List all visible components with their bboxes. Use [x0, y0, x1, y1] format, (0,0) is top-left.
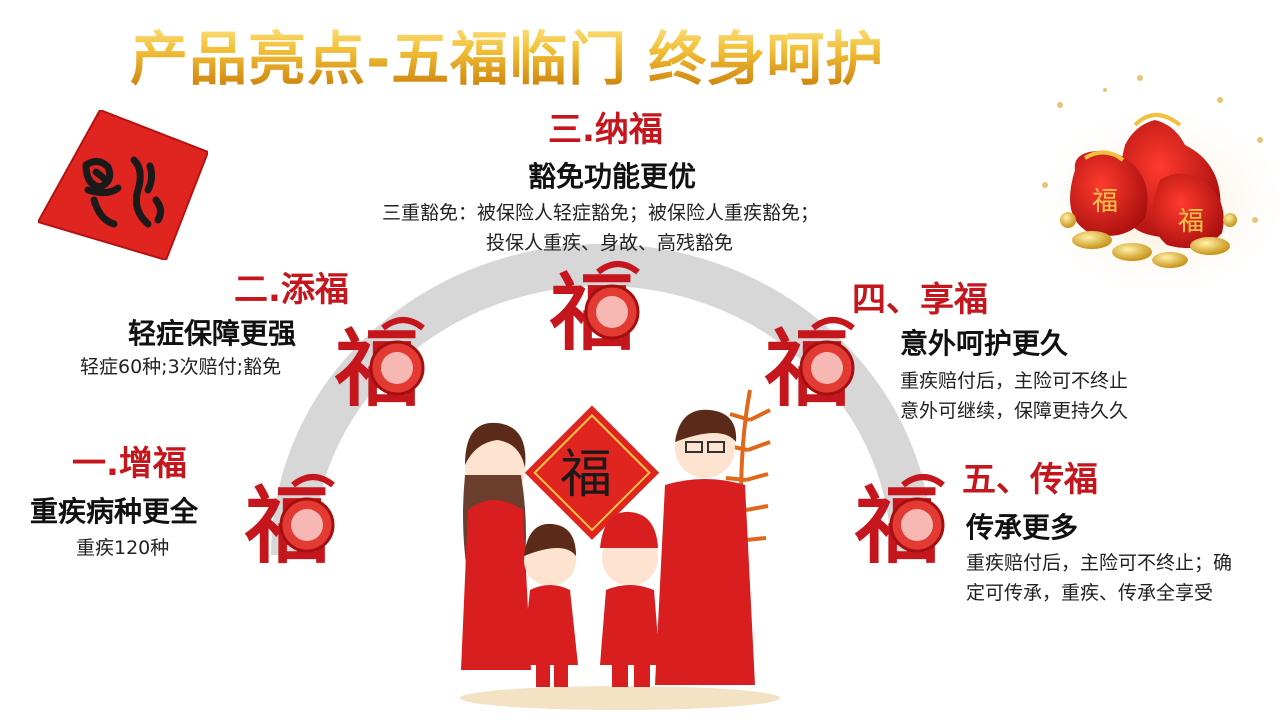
item-4-subtitle: 意外呵护更久 — [900, 327, 1069, 360]
item-1-heading: 一.增福 — [72, 444, 187, 484]
item-3-heading: 三.纳福 — [548, 110, 663, 150]
lucky-bags-decoration: 福 福 — [1035, 75, 1280, 290]
item-3-desc-line-1: 三重豁免：被保险人轻症豁免；被保险人重疾豁免； — [382, 202, 820, 224]
item-2-subtitle: 轻症保障更强 — [128, 317, 297, 350]
item-2-desc: 轻症60种;3次赔付;豁免 — [80, 352, 281, 382]
family-illustration: 福 — [460, 389, 780, 710]
svg-text:福: 福 — [110, 199, 114, 205]
page-title: 产品亮点-五福临门 终身呵护 — [130, 12, 930, 93]
item-4-desc: 重疾赔付后，主险可不终止 意外可继续，保障更持久久 — [900, 366, 1200, 426]
item-1-desc: 重疾120种 — [76, 533, 169, 563]
item-4-desc-line-1: 重疾赔付后，主险可不终止 — [900, 370, 1129, 392]
fu-node-5: 福 — [855, 474, 945, 575]
fu-node-3: 福 — [550, 261, 640, 362]
fu-node-4: 福 — [765, 317, 855, 418]
item-1-subtitle: 重疾病种更全 — [30, 495, 199, 528]
svg-text:福: 福 — [560, 445, 612, 505]
item-4-heading: 四、享福 — [852, 280, 988, 320]
svg-text:福: 福 — [1092, 187, 1118, 217]
item-3-subtitle: 豁免功能更优 — [528, 160, 697, 193]
item-5-heading: 五、传福 — [962, 460, 1098, 500]
item-2-desc-line: 轻症60种;3次赔付;豁免 — [80, 356, 282, 378]
item-4-desc-line-2: 意外可继续，保障更持久久 — [900, 400, 1129, 422]
item-5-desc-line-1: 重疾赔付后，主险可不终止；确 — [966, 552, 1233, 574]
item-2-heading: 二.添福 — [234, 270, 349, 310]
svg-text:福: 福 — [1178, 207, 1204, 237]
item-5-subtitle: 传承更多 — [966, 511, 1079, 544]
item-5-desc-line-2: 定可传承，重疾、传承全享受 — [966, 582, 1214, 604]
fu-node-2: 福 — [335, 317, 425, 418]
fu-node-1: 福 — [245, 474, 335, 575]
item-1-desc-line: 重疾120种 — [76, 537, 170, 559]
item-3-desc-line-2: 投保人重疾、身故、高残豁免 — [486, 232, 734, 254]
fu-diamond-decoration: 福 — [38, 110, 208, 260]
item-5-desc: 重疾赔付后，主险可不终止；确 定可传承，重疾、传承全享受 — [966, 548, 1266, 608]
item-3-desc: 三重豁免：被保险人轻症豁免；被保险人重疾豁免； 投保人重疾、身故、高残豁免 — [382, 198, 882, 258]
